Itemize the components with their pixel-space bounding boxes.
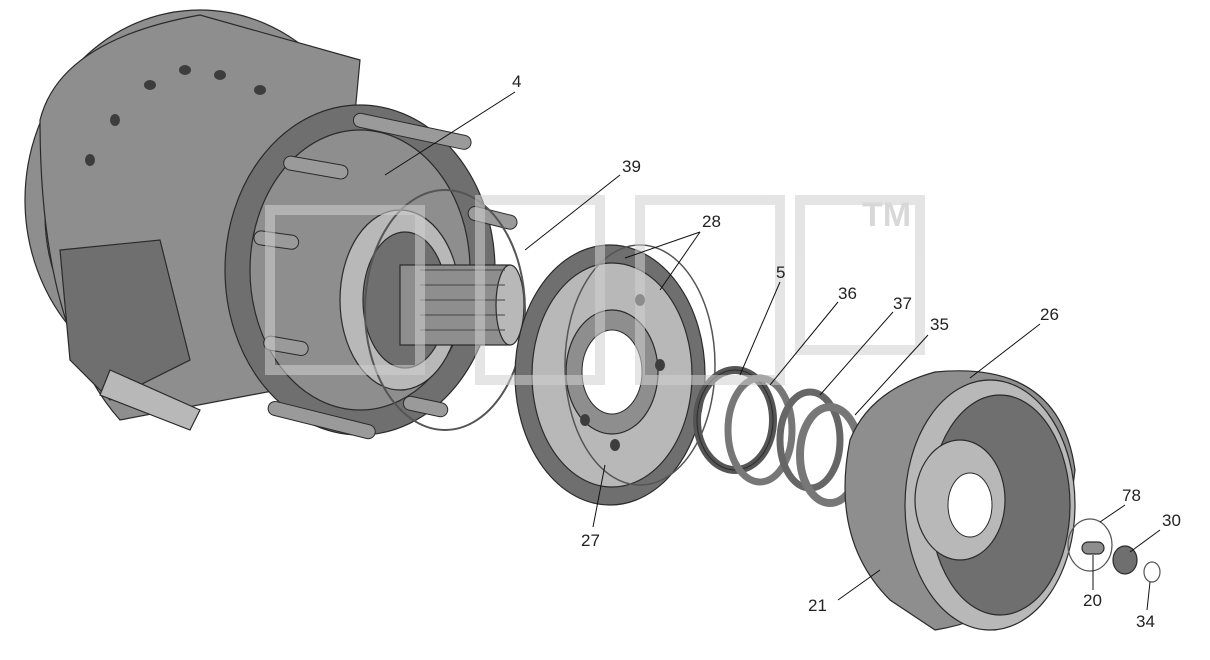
callout-78: 78 [1122,486,1141,505]
circlip-34 [1143,561,1161,583]
watermark-tm: TM [862,196,911,234]
pin-20 [1081,541,1105,555]
callout-20: 20 [1083,591,1102,610]
leader-27 [592,464,606,528]
bearing-ring-5 [693,366,777,474]
ring-gear-drum [844,370,1076,631]
callout-27: 27 [581,531,600,550]
leader-37 [819,311,894,396]
callout-5: 5 [776,263,785,282]
callout-35: 35 [930,315,949,334]
leader-21 [837,569,881,601]
leader-28a [624,231,701,259]
leader-36 [769,301,839,386]
leader-26 [969,323,1041,379]
callout-37: 37 [893,294,912,313]
callout-28: 28 [702,212,721,231]
sun-gear-disc [514,244,706,506]
snap-ring-39 [364,189,526,431]
leader-28b [659,231,701,291]
watermark: TM [265,195,925,385]
leader-4 [384,91,516,176]
callout-39: 39 [622,157,641,176]
callout-36: 36 [838,284,857,303]
callout-labels: 4 39 28 5 36 37 35 26 27 78 30 20 21 34 [512,72,1181,631]
callout-21: 21 [808,596,827,615]
callout-26: 26 [1040,305,1059,324]
nut-30 [1112,545,1138,575]
leader-39 [524,174,621,251]
leader-78 [1099,504,1126,523]
leader-lines [384,91,1161,611]
o-ring-78 [1067,518,1113,572]
leader-5 [739,281,781,376]
callout-30: 30 [1162,511,1181,530]
leader-35 [854,334,929,416]
leader-34 [1146,581,1151,611]
leader-30 [1129,529,1161,553]
callout-4: 4 [512,72,521,91]
callout-34: 34 [1136,612,1155,631]
